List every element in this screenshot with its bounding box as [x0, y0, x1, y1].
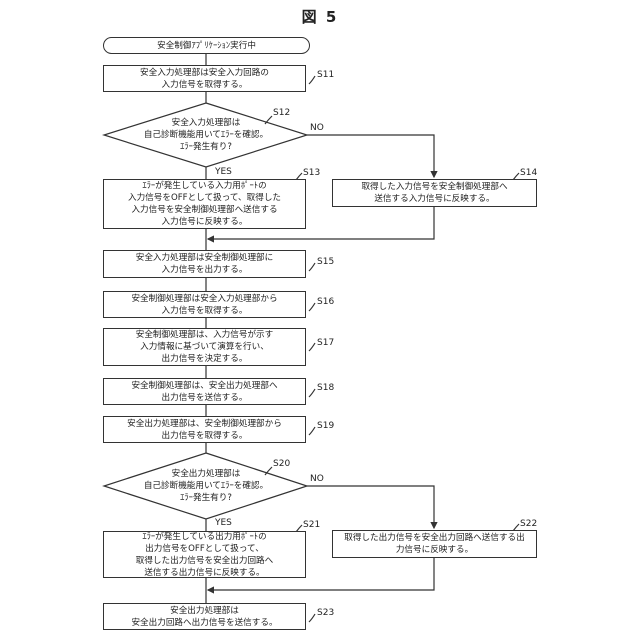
step-label-s22: S22 — [520, 519, 537, 529]
step-s12-text: 安全入力処理部は 自己診断機能用いてｴﾗｰを確認。 ｴﾗｰ発生有り? — [114, 117, 298, 153]
step-label-s16: S16 — [317, 297, 334, 307]
branch-no-s12: NO — [310, 123, 324, 133]
step-label-s14: S14 — [520, 168, 537, 178]
branch-yes-s12: YES — [215, 167, 232, 177]
step-s23-box: 安全出力処理部は 安全出力回路へ出力信号を送信する。 — [103, 603, 306, 630]
step-s18-box: 安全制御処理部は、安全出力処理部へ 出力信号を送信する。 — [103, 378, 306, 405]
step-label-s11: S11 — [317, 70, 334, 80]
step-label-s15: S15 — [317, 257, 334, 267]
step-label-s20: S20 — [273, 459, 290, 469]
step-label-s23: S23 — [317, 608, 334, 618]
connector-s12-s14-no — [307, 135, 434, 177]
branch-no-s20: NO — [310, 474, 324, 484]
step-s15-box: 安全入力処理部は安全制御処理部に 入力信号を出力する。 — [103, 250, 306, 278]
step-label-s17: S17 — [317, 338, 334, 348]
step-s13-box: ｴﾗｰが発生している入力用ﾎﾟｰﾄの 入力信号をOFFとして扱って、取得した 入… — [103, 179, 306, 229]
connector-s20-s22-no — [307, 486, 434, 528]
branch-yes-s20: YES — [215, 518, 232, 528]
step-s17-box: 安全制御処理部は、入力信号が示す 入力情報に基づいて演算を行い、 出力信号を決定… — [103, 328, 306, 366]
step-s22-box: 取得した出力信号を安全出力回路へ送信する出 力信号に反映する。 — [332, 530, 537, 558]
step-label-s19: S19 — [317, 421, 334, 431]
step-label-s12: S12 — [273, 108, 290, 118]
step-label-s13: S13 — [303, 168, 320, 178]
step-s14-box: 取得した入力信号を安全制御処理部へ 送信する入力信号に反映する。 — [332, 179, 537, 207]
step-s20-text: 安全出力処理部は 自己診断機能用いてｴﾗｰを確認。 ｴﾗｰ発生有り? — [114, 468, 298, 504]
step-s11-box: 安全入力処理部は安全入力回路の 入力信号を取得する。 — [103, 65, 306, 92]
step-label-s21: S21 — [303, 520, 320, 530]
step-s19-box: 安全出力処理部は、安全制御処理部から 出力信号を取得する。 — [103, 416, 306, 443]
step-s16-box: 安全制御処理部は安全入力処理部から 入力信号を取得する。 — [103, 291, 306, 318]
step-label-s18: S18 — [317, 383, 334, 393]
start-terminal: 安全制御ｱﾌﾟﾘｹｰｼｮﾝ実行中 — [103, 37, 310, 54]
step-s21-box: ｴﾗｰが発生している出力用ﾎﾟｰﾄの 出力信号をOFFとして扱って、 取得した出… — [103, 531, 306, 578]
